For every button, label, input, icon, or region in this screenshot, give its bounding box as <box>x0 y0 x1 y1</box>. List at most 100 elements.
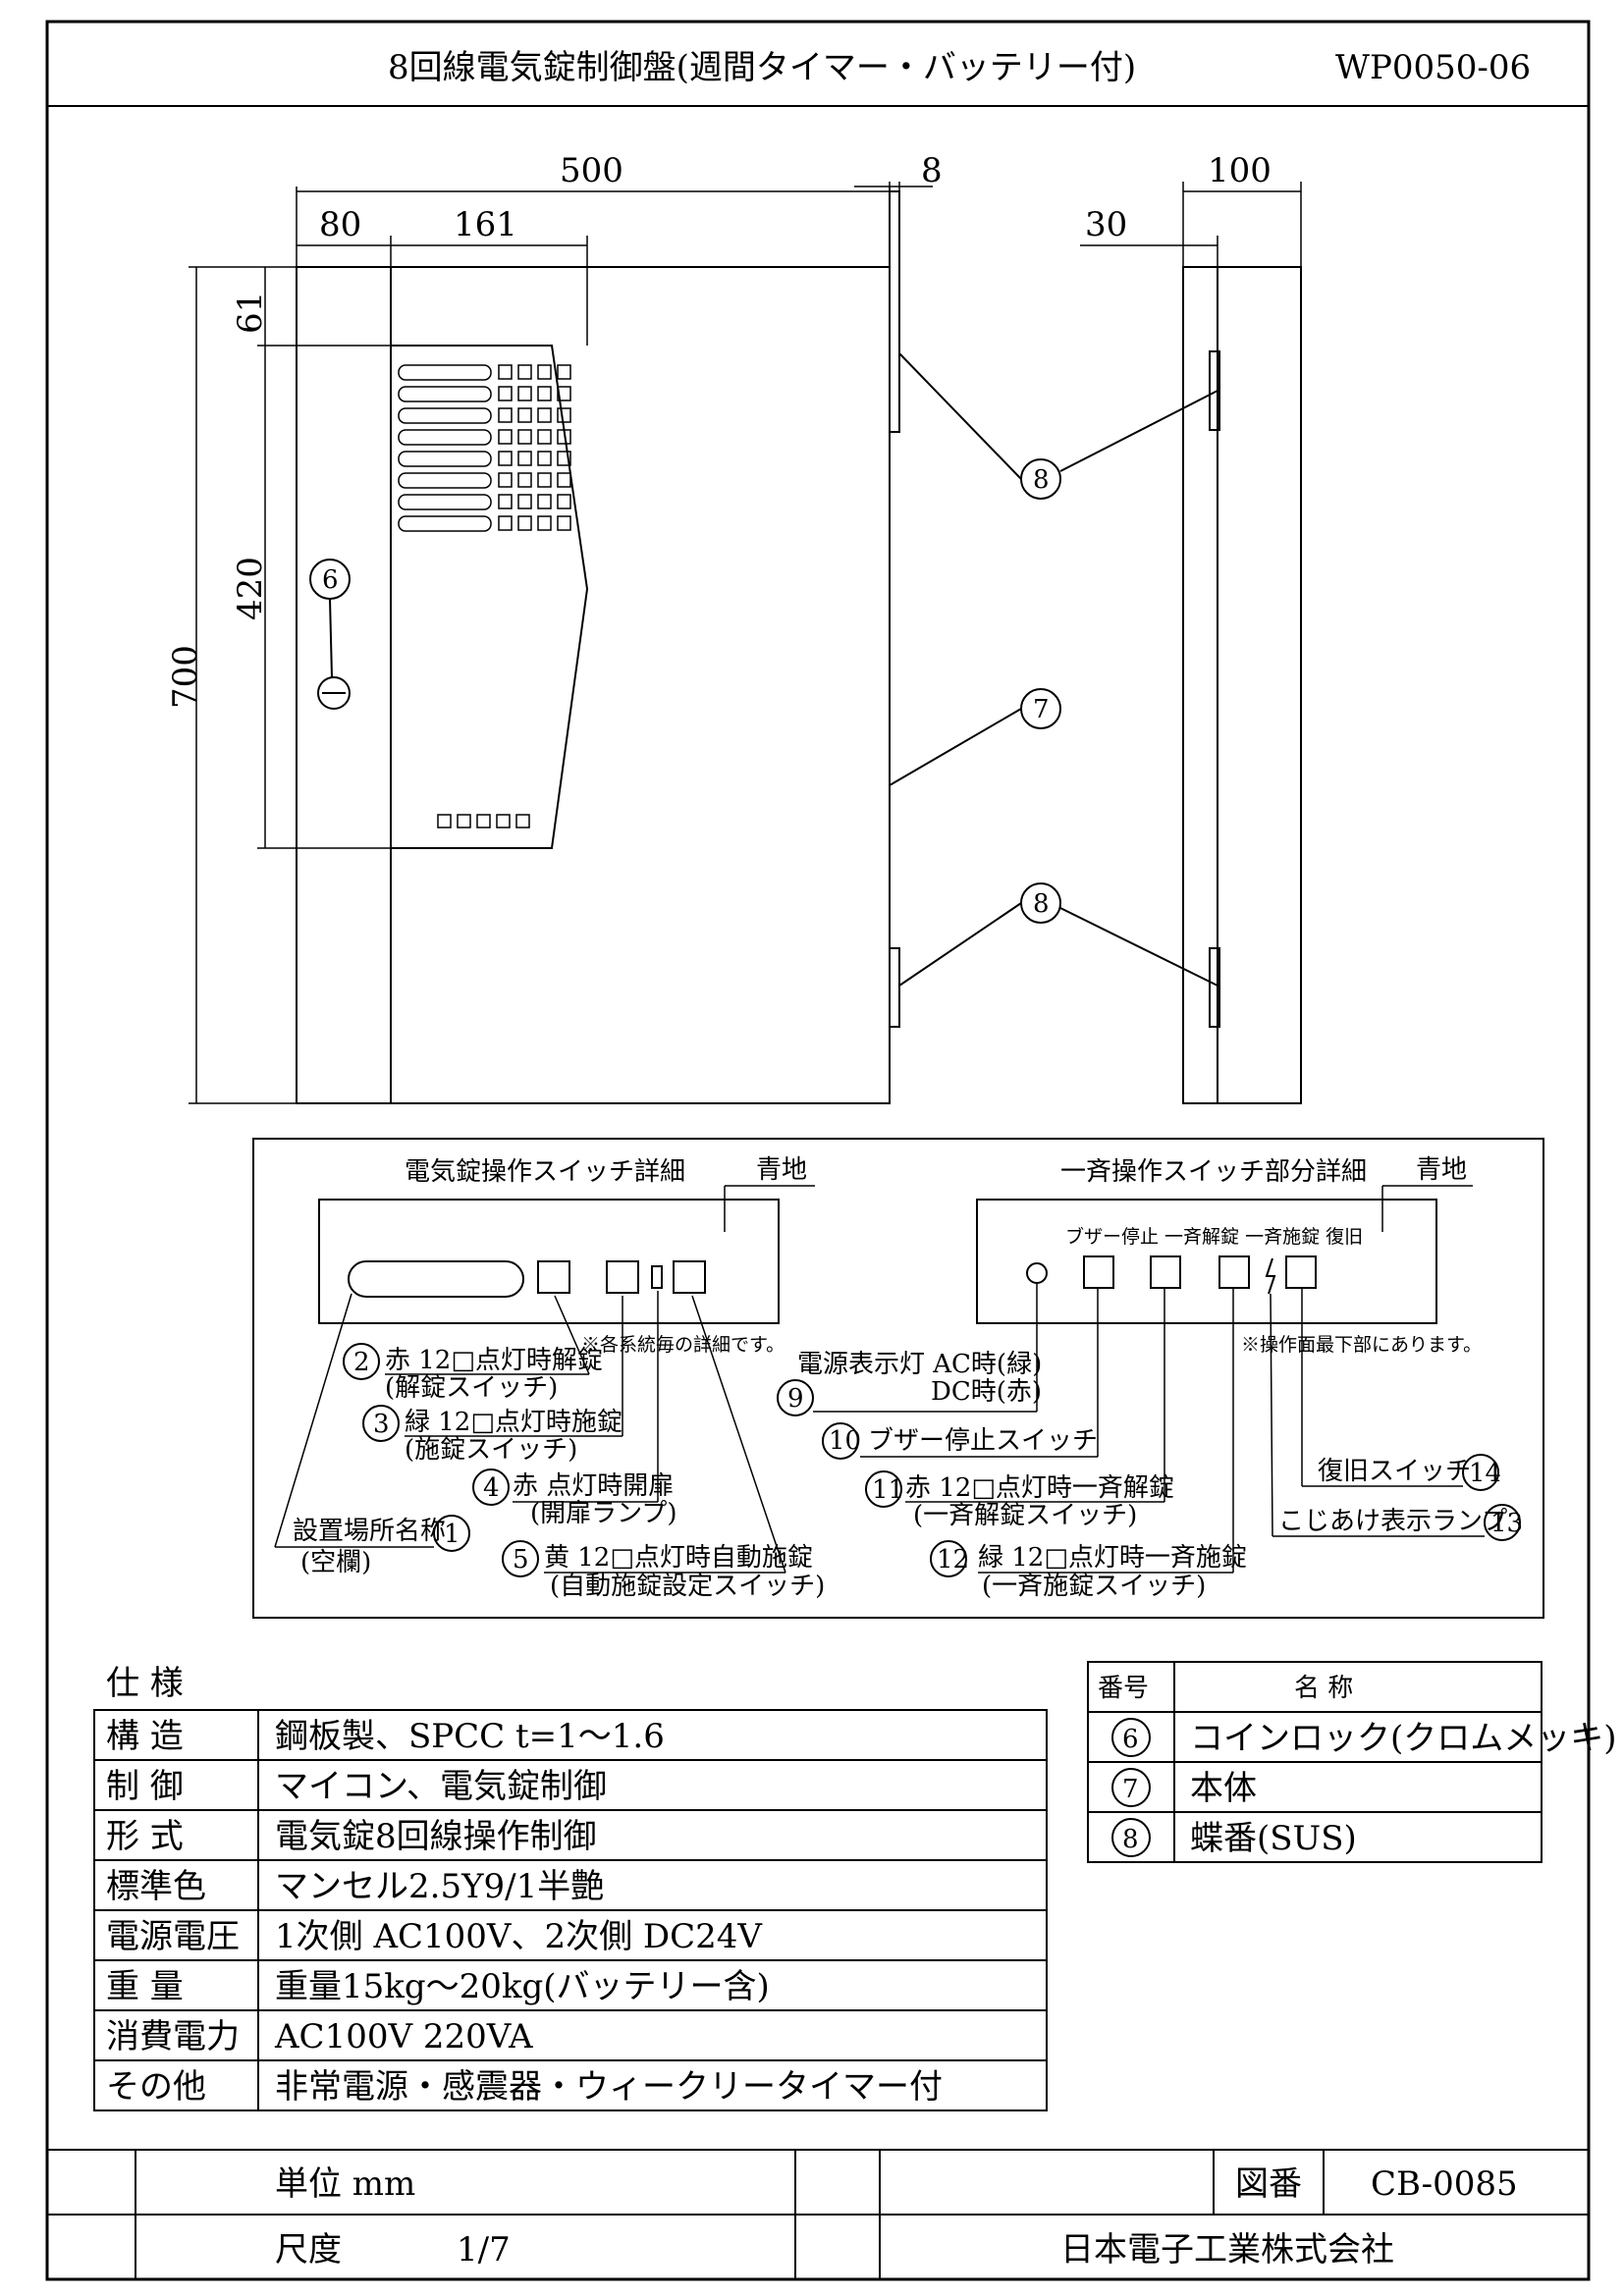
slot-switch <box>557 494 571 509</box>
drawing-no-label: 図番 <box>1235 2164 1302 2204</box>
company-name: 日本電子工業株式会社 <box>1060 2230 1394 2269</box>
callout-8-top-label: 8 <box>1033 465 1050 495</box>
dim-side: 30 <box>1085 205 1127 244</box>
callout-4-sub: (開扉ランプ) <box>530 1499 677 1528</box>
all-lock-switch <box>1218 1255 1250 1289</box>
callout-2-sub: (解錠スイッチ) <box>385 1373 558 1403</box>
auto-lock-switch <box>673 1260 706 1294</box>
detail-right-header-labels: ブザー停止 一斉解錠 一斉施錠 復旧 <box>1065 1225 1363 1248</box>
parts-row-name: コインロック(クロムメッキ) <box>1190 1719 1617 1758</box>
slot-switch <box>498 364 513 380</box>
svg-text:4: 4 <box>483 1473 500 1503</box>
slot-nameplate <box>398 386 492 402</box>
slot-nameplate <box>398 364 492 381</box>
control-panel <box>390 345 589 849</box>
callout-1-label: 設置場所名称 <box>293 1517 446 1546</box>
svg-text:13: 13 <box>1490 1509 1523 1538</box>
slot-switch <box>557 386 571 401</box>
coin-lock <box>317 676 351 710</box>
dim-height: 700 <box>166 645 205 709</box>
slot-switch <box>498 515 513 531</box>
spec-row-label: 制 御 <box>106 1767 184 1806</box>
parts-header-num: 番号 <box>1098 1674 1149 1703</box>
name-plate <box>348 1260 524 1298</box>
detail-left-ground: 青地 <box>756 1155 807 1185</box>
callout-10-label: ブザー停止スイッチ <box>868 1426 1098 1456</box>
detail-box: 電気錠操作スイッチ詳細 青地 ※各系統毎の詳細です。 2 赤 12□点灯時解錠 … <box>252 1138 1544 1619</box>
callout-11-sub: (一斉解錠スイッチ) <box>913 1501 1137 1530</box>
detail-left-note: ※各系統毎の詳細です。 <box>581 1334 785 1356</box>
reset-switch <box>1285 1255 1317 1289</box>
slot-nameplate <box>398 494 492 510</box>
sheet-border <box>45 20 1591 2281</box>
spec-row-value: 鋼板製、SPCC t=1〜1.6 <box>275 1717 665 1756</box>
common-button <box>457 814 471 828</box>
callout-6-label: 6 <box>322 565 339 595</box>
buzzer-stop-switch <box>1083 1255 1114 1289</box>
slot-switch <box>537 494 552 509</box>
slot-switch <box>498 386 513 401</box>
spec-row-label: 重 量 <box>106 1967 184 2006</box>
scale-value: 1/7 <box>457 2230 511 2269</box>
svg-text:5: 5 <box>513 1545 529 1575</box>
callout-8-bottom <box>1020 882 1061 924</box>
dim-top: 61 <box>231 292 270 334</box>
callout-12-sub: (一斉施錠スイッチ) <box>982 1572 1206 1601</box>
parts-row-num: 8 <box>1122 1825 1139 1854</box>
svg-text:11: 11 <box>872 1475 904 1505</box>
spec-row-value: AC100V 220VA <box>274 2017 533 2056</box>
slot-switch <box>557 429 571 445</box>
svg-text:10: 10 <box>829 1426 861 1456</box>
callout-14-label: 復旧スイッチ <box>1318 1457 1471 1486</box>
callout-5-sub: (自動施錠設定スイッチ) <box>550 1572 825 1601</box>
callout-9-sub: DC時(赤) <box>931 1377 1042 1407</box>
slot-switch <box>517 515 532 531</box>
spec-row-value: マンセル2.5Y9/1半艶 <box>275 1867 604 1906</box>
cabinet-front <box>296 266 891 1104</box>
door-lamp <box>651 1265 663 1289</box>
common-button <box>496 814 511 828</box>
slot-nameplate <box>398 407 492 424</box>
slot-switch <box>517 429 532 445</box>
slot-switch <box>517 364 532 380</box>
svg-text:12: 12 <box>937 1545 969 1575</box>
slot-switch <box>557 515 571 531</box>
common-button <box>437 814 452 828</box>
lock-switch <box>606 1260 639 1294</box>
slot-switch <box>537 386 552 401</box>
slot-switch <box>557 407 571 423</box>
parts-row-num: 7 <box>1122 1775 1139 1804</box>
callout-5-label: 黄 12□点灯時自動施錠 <box>544 1543 813 1573</box>
svg-text:1: 1 <box>444 1520 460 1549</box>
slot-switch <box>517 472 532 488</box>
slot-switch <box>517 386 532 401</box>
drawing-title: 8回線電気錠制御盤(週間タイマー・バッテリー付) <box>388 48 1136 87</box>
lock-slots <box>398 364 571 532</box>
all-unlock-switch <box>1150 1255 1181 1289</box>
slot-switch <box>498 451 513 466</box>
slot-switch <box>537 407 552 423</box>
dim-depth: 100 <box>1208 151 1272 190</box>
spec-row-label: 構 造 <box>106 1717 184 1756</box>
power-lamp <box>1026 1262 1048 1284</box>
callout-4-label: 赤 点灯時開扉 <box>513 1471 674 1501</box>
callout-7 <box>1020 688 1061 729</box>
detail-right-note: ※操作面最下部にあります。 <box>1241 1334 1482 1356</box>
slot-switch <box>557 472 571 488</box>
common-button <box>515 814 530 828</box>
parts-num-circle <box>1111 1818 1151 1857</box>
spec-row-value: 重量15kg〜20kg(バッテリー含) <box>275 1967 770 2006</box>
front-view: 6 500 80 161 700 61 420 <box>166 151 891 1104</box>
callout-3-label: 緑 12□点灯時施錠 <box>405 1408 623 1437</box>
slot-nameplate <box>398 429 492 446</box>
slot-switch <box>517 451 532 466</box>
side-view: 8 100 30 8 7 8 <box>854 151 1302 1104</box>
spec-row-value: 1次側 AC100V、2次側 DC24V <box>275 1917 763 1956</box>
callout-7-label: 7 <box>1033 695 1050 724</box>
parts-num-circle <box>1111 1768 1151 1807</box>
slot-switch <box>498 472 513 488</box>
parts-num-circle <box>1111 1718 1151 1757</box>
slot-switch <box>557 364 571 380</box>
